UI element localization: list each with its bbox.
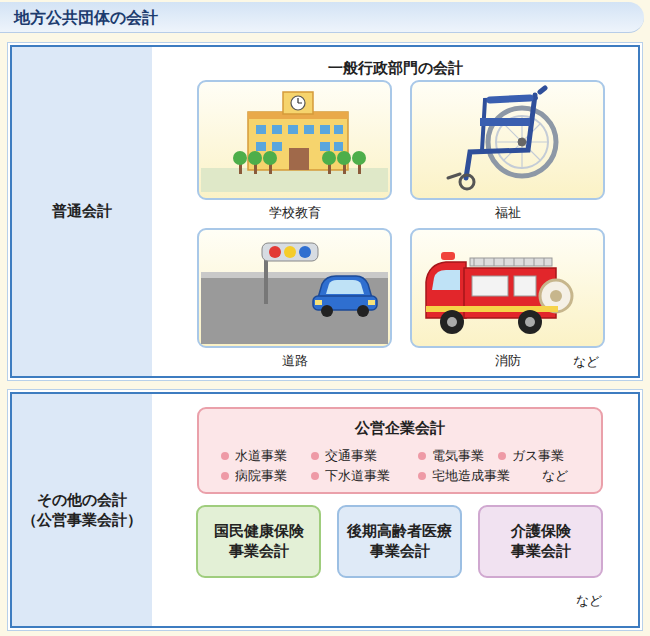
section-heading: 一般行政部門の会計 (152, 59, 638, 78)
card-caption: 学校教育 (197, 204, 392, 222)
box-title: 公営企業会計 (199, 419, 601, 438)
list-item: など (542, 467, 568, 485)
list-item: ガス事業 (512, 447, 564, 465)
section-label: その他の会計 （公営事業会計） (16, 490, 148, 531)
list-item: 交通事業 (325, 447, 377, 465)
list-item: 電気事業 (432, 447, 484, 465)
title-bar: 地方公共団体の会計 (0, 2, 644, 33)
wheelchair-illustration (448, 88, 556, 189)
node-box: 介護保険 事業会計 (478, 505, 603, 578)
process-box-text: 後期高齢者医療 事業会計 (344, 522, 455, 561)
note-label: など (576, 592, 602, 610)
node-box: 国民健康保険 事業会計 (196, 505, 321, 578)
process-box-text: 国民健康保険 事業会計 (203, 522, 314, 561)
road-illustration (201, 243, 388, 344)
list-item: 宅地造成事業 (432, 467, 510, 485)
section-label: 普通会計 (16, 201, 148, 221)
label-column: その他の会計 （公営事業会計） (12, 394, 152, 626)
note-label: など (573, 353, 599, 371)
list-item: 水道事業 (235, 447, 287, 465)
list-item: 下水道事業 (325, 467, 390, 485)
firetruck-illustration (426, 252, 572, 334)
page-title: 地方公共団体の会計 (14, 8, 158, 29)
label-column: 普通会計 (12, 47, 152, 376)
process-box-text: 介護保険 事業会計 (485, 522, 596, 561)
bullet-dot (311, 472, 319, 480)
node-panel: その他の会計 （公営事業会計） 公営企業会計水道事業 交通事業 電気事業 ガス事業病院事… (10, 392, 640, 628)
bullet-dot (418, 452, 426, 460)
card-caption: 道路 (197, 352, 392, 370)
bullet-dot (418, 472, 426, 480)
school-illustration (201, 92, 388, 192)
node-box: 後期高齢者医療 事業会計 (337, 505, 462, 578)
bullet-dot (498, 452, 506, 460)
card-caption: 福祉 (410, 204, 605, 222)
bullet-dot (221, 472, 229, 480)
bullet-dot (221, 452, 229, 460)
list-item: 病院事業 (235, 467, 287, 485)
node-corp: 公営企業会計水道事業 交通事業 電気事業 ガス事業病院事業 下水道事業 宅地造成事業 など (197, 407, 603, 494)
bullet-dot (311, 452, 319, 460)
